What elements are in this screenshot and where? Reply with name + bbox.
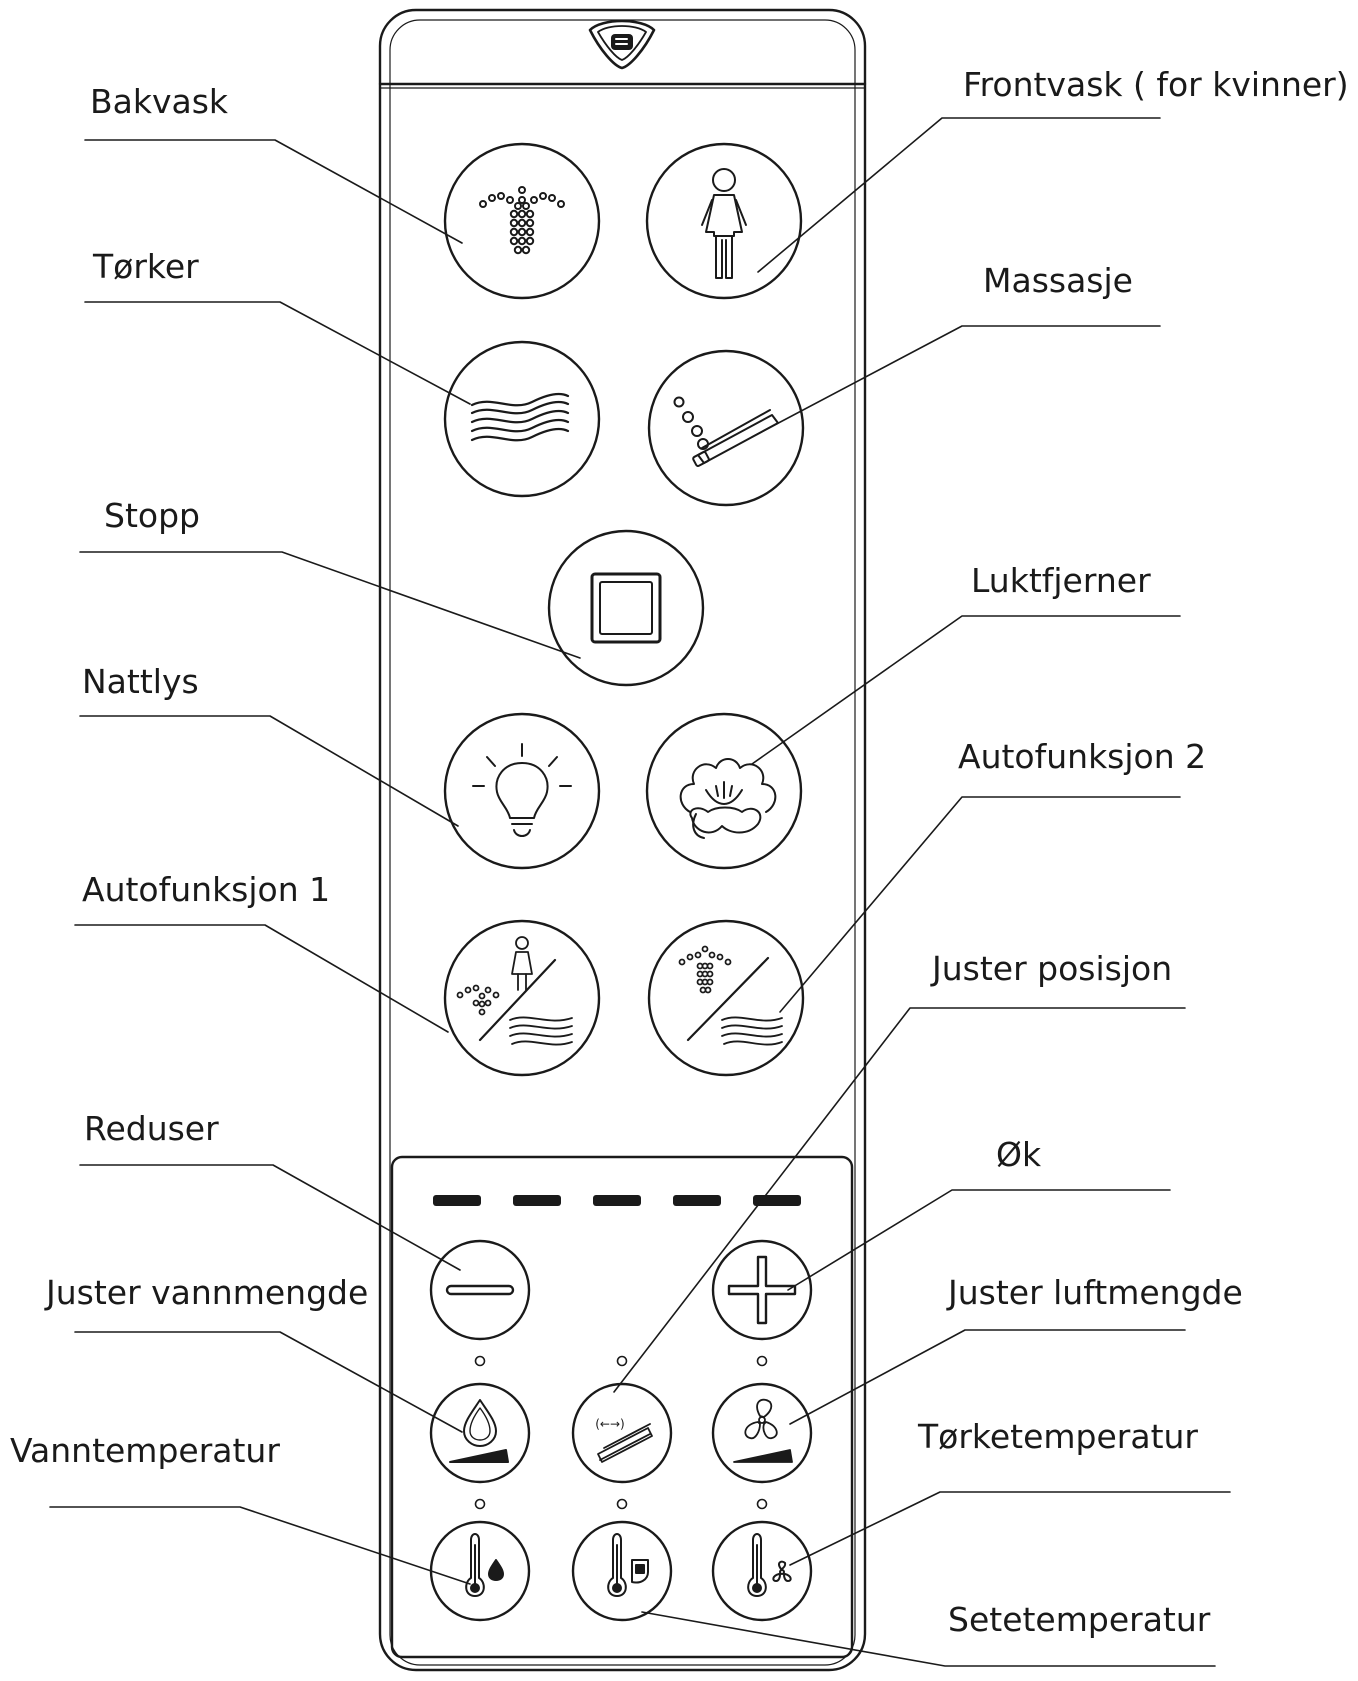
- leader-line-luktfjerner: [751, 615, 1181, 765]
- leader-line-setetemperatur: [641, 1611, 1216, 1667]
- reduser-button[interactable]: [429, 1239, 531, 1341]
- indicator-dot: [474, 1498, 486, 1510]
- setetemperatur-button[interactable]: [571, 1520, 673, 1622]
- leader-line-autofunksjon-1: [74, 924, 449, 1033]
- flower-deodorizer-icon: [679, 758, 777, 839]
- frontvask-button[interactable]: [645, 142, 803, 300]
- label-luktfjerner: Luktfjerner: [971, 561, 1151, 600]
- vanntemperatur-button[interactable]: [429, 1520, 531, 1622]
- thermometer-seat-icon: [607, 1533, 649, 1597]
- rear-wash-spray-icon: [479, 186, 565, 255]
- indicator-dot: [474, 1355, 486, 1367]
- svg-text:(←→): (←→): [595, 1417, 624, 1431]
- auto-front-wash-dry-icon: [456, 936, 573, 1046]
- torker-button[interactable]: [443, 340, 601, 498]
- nattlys-button[interactable]: [443, 712, 601, 870]
- ok-button[interactable]: [711, 1239, 813, 1341]
- leader-line-juster-luftmengde: [789, 1329, 1186, 1425]
- level-segment: [673, 1195, 721, 1206]
- nozzle-position-icon: (←→): [595, 1417, 653, 1463]
- label-juster-vannmengde: Juster vannmengde: [46, 1273, 369, 1312]
- indicator-dot: [616, 1498, 628, 1510]
- thermometer-fan-icon: [747, 1533, 792, 1597]
- leader-line-bakvask: [84, 139, 463, 244]
- leader-line-stopp: [79, 551, 581, 659]
- label-nattlys: Nattlys: [82, 662, 199, 701]
- level-segment: [433, 1195, 481, 1206]
- light-bulb-icon: [472, 743, 572, 837]
- label-torketemperatur: Tørketemperatur: [918, 1417, 1199, 1456]
- label-autofunksjon-2: Autofunksjon 2: [958, 737, 1207, 776]
- brand-logo-icon: [588, 19, 656, 70]
- level-segment: [513, 1195, 561, 1206]
- indicator-dot: [756, 1498, 768, 1510]
- juster-posisjon-button[interactable]: (←→): [571, 1382, 673, 1484]
- label-vanntemperatur: Vanntemperatur: [10, 1431, 280, 1470]
- dryer-waves-icon: [470, 392, 570, 442]
- leader-line-torker: [84, 301, 471, 405]
- label-setetemperatur: Setetemperatur: [948, 1600, 1211, 1639]
- label-frontvask: Frontvask ( for kvinner): [963, 65, 1349, 104]
- leader-line-autofunksjon-2: [779, 796, 1181, 1013]
- massage-nozzle-icon: [673, 396, 779, 467]
- label-massasje: Massasje: [983, 261, 1133, 300]
- label-bakvask: Bakvask: [90, 82, 229, 121]
- luktfjerner-button[interactable]: [645, 712, 803, 870]
- leader-line-frontvask: [757, 117, 1161, 273]
- label-juster-posisjon: Juster posisjon: [932, 949, 1173, 988]
- leader-line-massasje: [751, 325, 1161, 438]
- leader-line-vanntemperatur: [49, 1506, 471, 1585]
- label-stopp: Stopp: [104, 496, 200, 535]
- leader-line-torketemperatur: [789, 1491, 1231, 1566]
- minus-icon: [445, 1284, 515, 1296]
- level-segment: [753, 1195, 801, 1206]
- label-autofunksjon-1: Autofunksjon 1: [82, 870, 331, 909]
- autofunksjon-2-button[interactable]: [647, 919, 805, 1077]
- stopp-button[interactable]: [547, 529, 705, 687]
- label-reduser: Reduser: [84, 1109, 219, 1148]
- indicator-dot: [616, 1355, 628, 1367]
- woman-figure-icon: [701, 168, 747, 279]
- level-indicator: [433, 1195, 801, 1206]
- indicator-dots: [474, 1355, 768, 1510]
- stop-square-icon: [590, 572, 662, 644]
- auto-rear-wash-dry-icon: [678, 945, 783, 1046]
- leader-line-juster-posisjon: [613, 1007, 1186, 1393]
- leader-line-nattlys: [79, 715, 459, 827]
- adjustment-panel: [390, 1155, 854, 1659]
- leader-lines: [49, 117, 1231, 1667]
- label-juster-luftmengde: Juster luftmengde: [948, 1273, 1243, 1312]
- leader-line-ok: [787, 1189, 1171, 1291]
- fan-icon: [733, 1398, 793, 1463]
- plus-icon: [727, 1255, 797, 1325]
- label-torker: Tørker: [93, 247, 199, 286]
- indicator-dot: [756, 1355, 768, 1367]
- massasje-button[interactable]: [647, 349, 805, 507]
- autofunksjon-1-button[interactable]: [443, 919, 601, 1077]
- juster-vannmengde-button[interactable]: [429, 1382, 531, 1484]
- leader-line-juster-vannmengde: [74, 1331, 463, 1433]
- thermometer-water-icon: [465, 1533, 504, 1597]
- juster-luftmengde-button[interactable]: [711, 1382, 813, 1484]
- label-ok: Øk: [996, 1135, 1042, 1174]
- water-drop-icon: [449, 1399, 509, 1463]
- torketemperatur-button[interactable]: [711, 1520, 813, 1622]
- level-segment: [593, 1195, 641, 1206]
- bakvask-button[interactable]: [443, 142, 601, 300]
- leader-line-reduser: [79, 1164, 461, 1271]
